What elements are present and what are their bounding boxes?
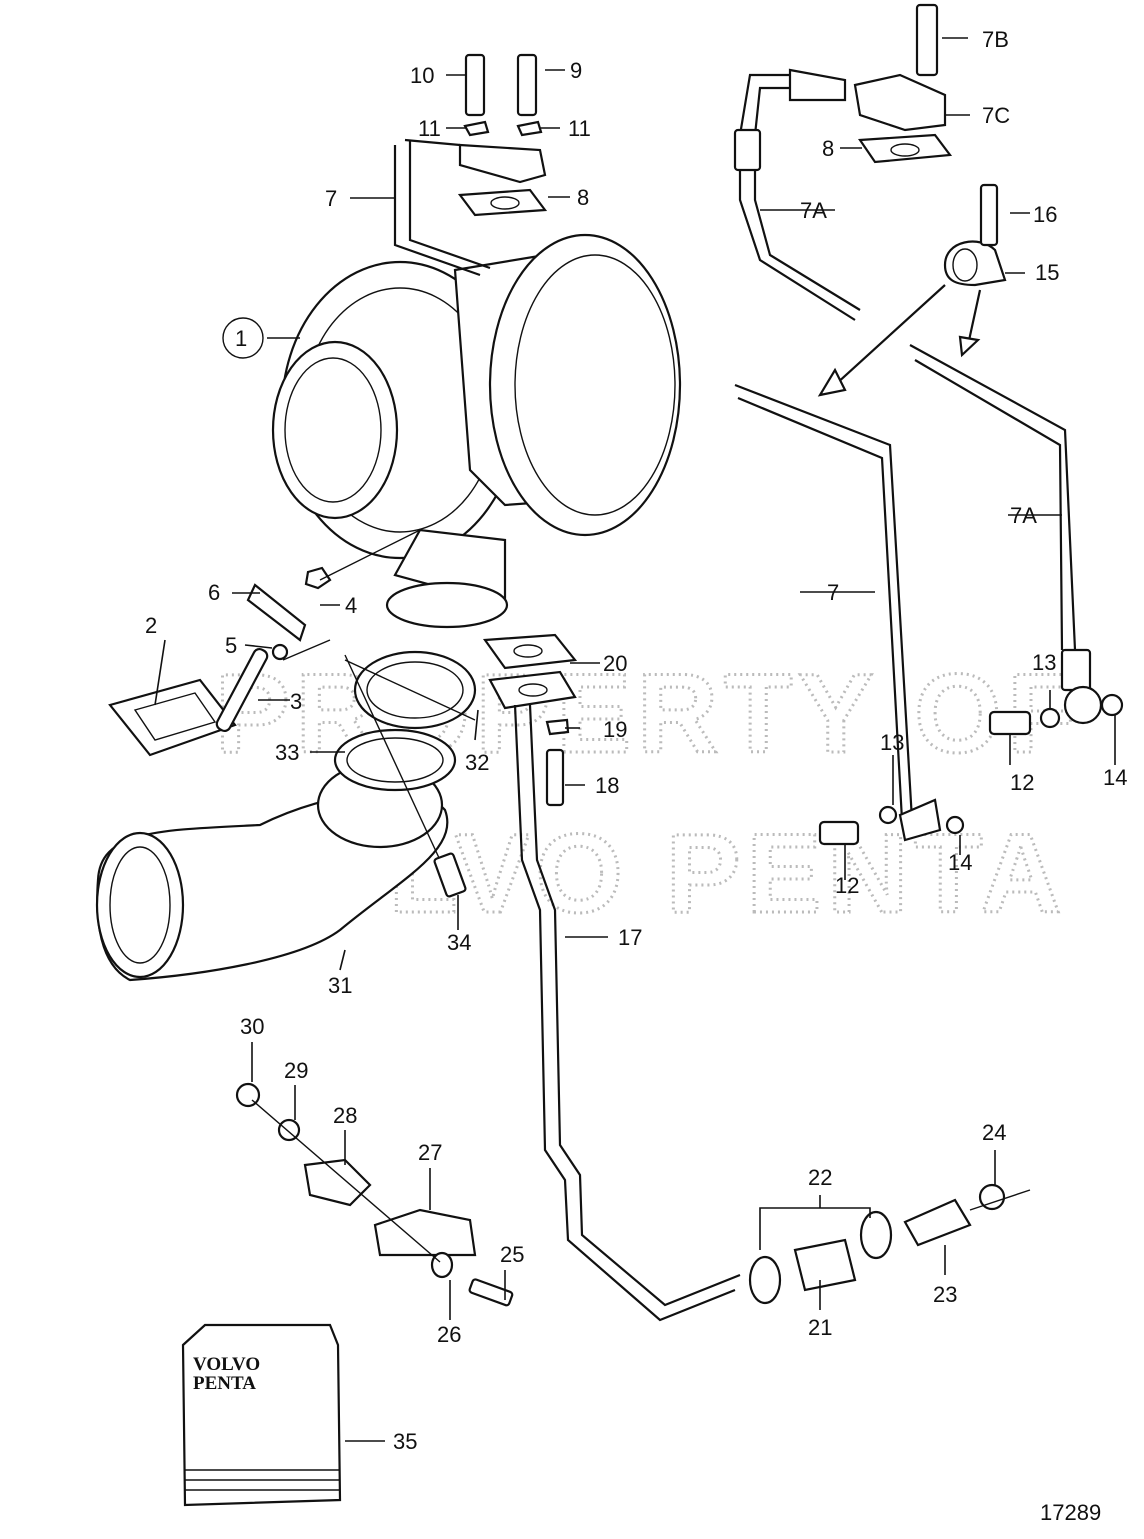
callout-8-left: 8 <box>577 185 589 210</box>
callout-30: 30 <box>240 1014 264 1039</box>
callout-34: 34 <box>447 930 471 955</box>
oil-pipe-upper <box>393 138 547 277</box>
oil-pipe-7a <box>733 3 1124 736</box>
callout-29: 29 <box>284 1058 308 1083</box>
callout-7-upper: 7 <box>325 186 337 211</box>
exhaust-elbow <box>95 650 477 982</box>
callout-31: 31 <box>328 973 352 998</box>
callout-7b: 7B <box>982 27 1009 52</box>
small-parts-left <box>108 529 421 757</box>
callout-1-circle <box>222 317 264 359</box>
oil-pipe-lower <box>734 383 965 846</box>
callout-17: 17 <box>618 925 642 950</box>
callout-13-right: 13 <box>1032 650 1056 675</box>
callout-11-right: 11 <box>568 116 591 141</box>
callout-21: 21 <box>808 1315 832 1340</box>
callout-16: 16 <box>1033 202 1057 227</box>
callout-35: 35 <box>393 1429 417 1454</box>
callout-9: 9 <box>570 58 582 83</box>
callout-32: 32 <box>465 750 489 775</box>
callout-7a-upper: 7A <box>800 198 827 223</box>
figure-number: 17289 <box>1040 1500 1101 1525</box>
callout-14-lower: 14 <box>948 850 972 875</box>
bracket-assembly <box>235 1082 514 1307</box>
callout-23: 23 <box>933 1282 957 1307</box>
callout-19: 19 <box>603 717 627 742</box>
callout-13-lower: 13 <box>880 730 904 755</box>
callout-5: 5 <box>225 633 237 658</box>
leader-lines <box>154 37 1116 1442</box>
callout-26: 26 <box>437 1322 461 1347</box>
callout-25: 25 <box>500 1242 524 1267</box>
callout-11-left: 11 <box>418 116 441 141</box>
callout-1: 1 <box>235 326 247 351</box>
callout-3: 3 <box>290 689 302 714</box>
manual-logo-line2: PENTA <box>193 1373 256 1394</box>
turbocharger <box>271 233 682 629</box>
callout-8-right: 8 <box>822 136 834 161</box>
instruction-manual: VOLVO PENTA <box>181 1323 342 1507</box>
callout-22: 22 <box>808 1165 832 1190</box>
callout-7a-lower: 7A <box>1010 503 1037 528</box>
hose-assembly <box>748 1183 1031 1305</box>
callout-12-right: 12 <box>1010 770 1034 795</box>
gaskets <box>457 133 953 710</box>
callout-10: 10 <box>410 63 434 88</box>
callout-27: 27 <box>418 1140 442 1165</box>
callout-6: 6 <box>208 580 220 605</box>
clamp-15 <box>817 183 1007 397</box>
callout-2: 2 <box>145 613 157 638</box>
callout-14-right: 14 <box>1103 765 1127 790</box>
callout-24: 24 <box>982 1120 1006 1145</box>
callout-labels: 1 2 3 4 5 6 7 7 7A 7A 7B 7C 8 8 9 10 11 … <box>145 27 1127 1454</box>
callout-18: 18 <box>595 773 619 798</box>
callout-15: 15 <box>1035 260 1059 285</box>
callout-7-lower: 7 <box>827 580 839 605</box>
callout-33: 33 <box>275 740 299 765</box>
callout-4: 4 <box>345 593 357 618</box>
callout-20: 20 <box>603 651 627 676</box>
callout-12-lower: 12 <box>835 873 859 898</box>
callout-7c: 7C <box>982 103 1010 128</box>
drain-pipe <box>513 704 741 1322</box>
bolts-top <box>463 53 543 137</box>
manual-logo-line1: VOLVO <box>193 1354 260 1375</box>
callout-28: 28 <box>333 1103 357 1128</box>
